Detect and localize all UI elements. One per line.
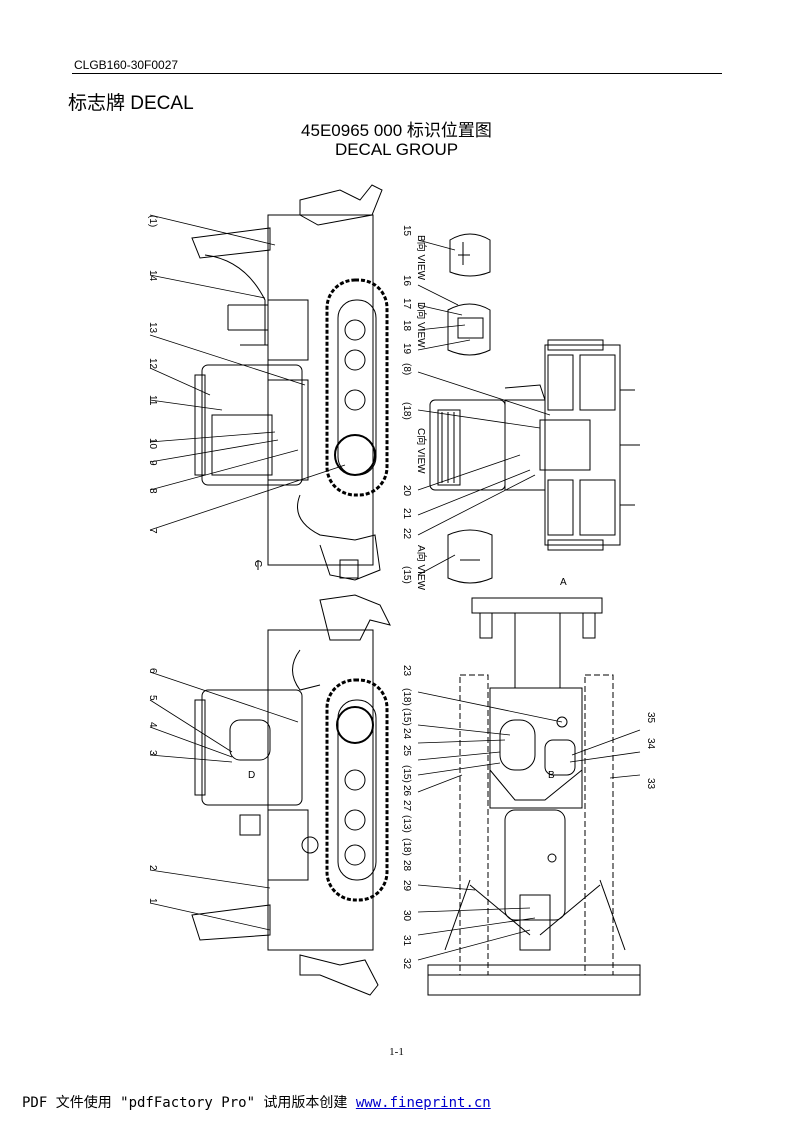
callout-label: 6 <box>147 668 158 674</box>
callout-label: 9 <box>147 460 158 466</box>
callout-label: 3 <box>147 750 158 756</box>
section-marker: C <box>252 560 263 567</box>
callout-label: 15 <box>401 225 412 237</box>
callout-label: 24 <box>401 728 412 740</box>
callout-label: 4 <box>147 722 158 728</box>
page-number: 1-1 <box>389 1046 404 1058</box>
callout-label: 34 <box>645 738 656 750</box>
callout-label: (18) <box>401 688 412 706</box>
callout-label: (18) <box>401 402 412 420</box>
drawing-subtitle: DECAL GROUP <box>334 140 459 159</box>
callout-label: 8 <box>147 488 158 494</box>
callout-label: 31 <box>401 935 412 947</box>
callout-label: 30 <box>401 910 412 922</box>
callout-label: 20 <box>401 485 412 497</box>
callout-label: 23 <box>401 665 412 677</box>
callout-label: 35 <box>645 712 656 724</box>
callout-label: 28 <box>401 860 412 872</box>
callout-label: 17 <box>401 298 412 310</box>
leaders-upper-left <box>149 214 346 531</box>
callout-label: 29 <box>401 880 412 892</box>
detail-view-b <box>449 233 491 277</box>
callout-label: 14 <box>147 270 158 282</box>
callout-label: (18) <box>401 838 412 856</box>
callout-label: 12 <box>147 358 158 370</box>
leaders-upper-right <box>417 239 551 576</box>
callout-label: 21 <box>401 508 412 520</box>
callout-label: 18 <box>401 320 412 332</box>
side-view-lower <box>191 594 391 996</box>
callout-label: 11 <box>147 395 158 406</box>
callout-label: 1 <box>147 898 158 904</box>
callout-label: 10 <box>147 438 158 450</box>
callout-label: 5 <box>147 695 158 701</box>
callout-label: (15) <box>401 765 412 783</box>
callout-label: 26 <box>401 785 412 797</box>
callout-label: 16 <box>401 275 412 287</box>
section-marker: D <box>248 770 255 781</box>
callout-label: 33 <box>645 778 656 790</box>
side-view-upper <box>191 184 389 581</box>
leaders-lower-right <box>417 691 641 961</box>
callout-label: 2 <box>147 865 158 871</box>
callout-label: (1) <box>147 215 158 227</box>
callout-label: 22 <box>401 528 412 540</box>
section-marker: A <box>560 577 567 588</box>
view-label: A向 VIEW <box>415 545 428 591</box>
header-rule <box>72 73 722 74</box>
callout-label: 25 <box>401 745 412 757</box>
rear-view-upper <box>429 339 640 551</box>
callout-label: (13) <box>401 815 412 833</box>
section-marker: B <box>548 770 555 781</box>
callout-label: (15) <box>401 708 412 726</box>
pdf-footer: PDF 文件使用 "pdfFactory Pro" 试用版本创建 www.fin… <box>22 1092 491 1112</box>
footer-text: PDF 文件使用 "pdfFactory Pro" 试用版本创建 <box>22 1095 356 1111</box>
detail-view-d <box>447 303 491 356</box>
callout-label: 13 <box>147 322 158 334</box>
decal-location-drawing: (1) 14 13 12 11 10 9 8 7 15 B向 VIEW 16 1… <box>147 184 656 996</box>
leaders-lower-left <box>149 671 299 931</box>
drawing-title: 45E0965 000 标识位置图 <box>301 121 492 140</box>
view-label: C向 VIEW <box>415 428 428 474</box>
top-view-lower <box>427 597 641 996</box>
callout-label: (15) <box>401 566 412 584</box>
view-label: B向 VIEW <box>415 235 428 281</box>
view-label: D向 VIEW <box>415 302 428 348</box>
callout-label: 27 <box>401 800 412 812</box>
section-title: 标志牌 DECAL <box>68 93 194 114</box>
document-id: CLGB160-30F0027 <box>74 58 179 72</box>
fineprint-link[interactable]: www.fineprint.cn <box>355 1095 491 1111</box>
callout-label: 32 <box>401 958 412 970</box>
callout-label: (8) <box>401 363 412 375</box>
detail-view-a <box>447 529 493 584</box>
callout-label: 7 <box>147 528 158 534</box>
callout-label: 19 <box>401 343 412 355</box>
